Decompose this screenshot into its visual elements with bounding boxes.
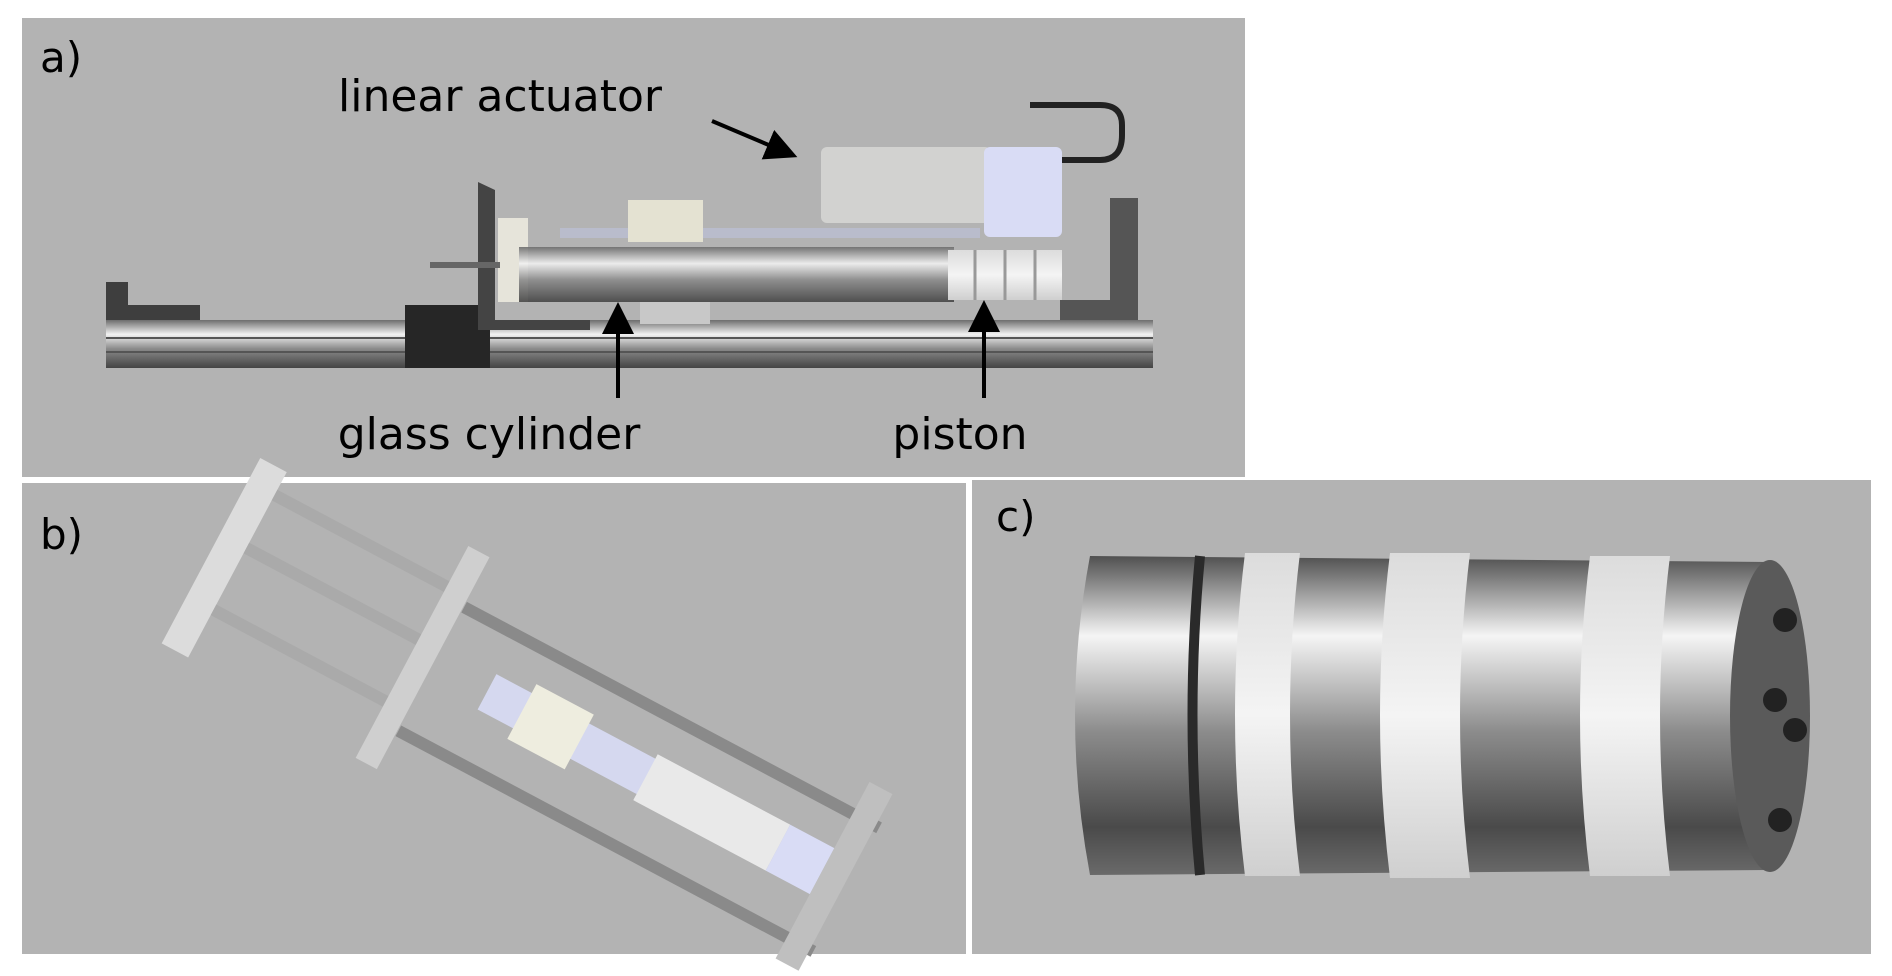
panel-a: a) linear actuator gla bbox=[22, 18, 1245, 477]
arrow-actuator bbox=[711, 119, 798, 160]
aluminum-rail bbox=[106, 320, 1153, 368]
label-glass-cylinder: glass cylinder bbox=[338, 409, 642, 460]
linear-actuator bbox=[821, 147, 991, 223]
carriage-block bbox=[405, 305, 490, 368]
isometric-assembly bbox=[161, 458, 893, 971]
panel-a-letter: a) bbox=[40, 33, 82, 82]
panel-b-letter: b) bbox=[40, 510, 83, 559]
coupling-block bbox=[628, 200, 703, 242]
glass-cylinder bbox=[519, 247, 954, 302]
panel-b: b) bbox=[22, 458, 966, 971]
o-ring bbox=[1187, 555, 1205, 876]
panel-c-letter: c) bbox=[996, 492, 1035, 541]
seal-ring-3 bbox=[1580, 556, 1670, 876]
right-bracket bbox=[1060, 198, 1138, 320]
label-linear-actuator: linear actuator bbox=[338, 71, 663, 122]
seal-ring-1 bbox=[1235, 553, 1300, 876]
actuator-cable bbox=[1030, 102, 1125, 163]
label-piston: piston bbox=[892, 409, 1027, 460]
left-bracket bbox=[106, 282, 200, 320]
piston-closeup bbox=[1075, 553, 1810, 878]
panel-c: c) bbox=[972, 480, 1871, 954]
actuator-cap bbox=[984, 147, 1062, 237]
seal-ring-2 bbox=[1380, 553, 1470, 878]
piston-end-face bbox=[1730, 560, 1810, 872]
end-plate bbox=[478, 182, 590, 330]
